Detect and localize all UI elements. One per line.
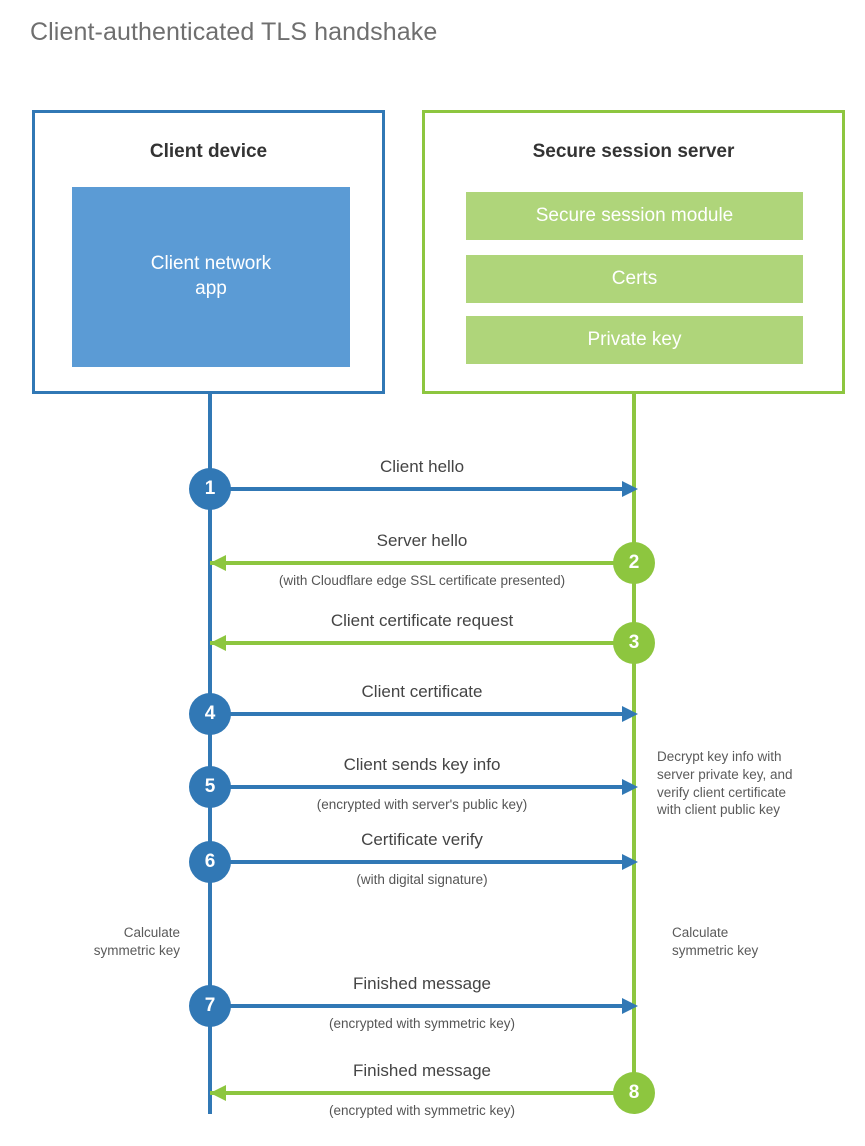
page-title: Client-authenticated TLS handshake <box>30 18 438 46</box>
message-sublabel: (encrypted with symmetric key) <box>328 1016 516 1031</box>
server-component-label: Private key <box>587 329 682 350</box>
arrowhead-right-icon <box>622 481 638 497</box>
client-device-title: Client device <box>149 141 268 162</box>
message-arrow-line <box>210 1091 634 1095</box>
message-arrow-line <box>210 561 634 565</box>
client-network-app-block: Client network app <box>72 187 350 367</box>
secure-session-server-box: Secure session server Secure session mod… <box>422 110 845 394</box>
message-sublabel: (with digital signature) <box>356 872 488 887</box>
message-label: Finished message <box>353 974 491 993</box>
message-label: Certificate verify <box>361 830 483 849</box>
message-sublabel: (with Cloudflare edge SSL certificate pr… <box>278 573 566 588</box>
message-label: Client certificate request <box>330 611 514 630</box>
message-label: Client hello <box>379 457 465 476</box>
client-lifeline <box>208 394 212 1114</box>
message-label: Finished message <box>353 1061 491 1080</box>
step-number-badge-2: 2 <box>613 542 655 584</box>
server-component-label: Certs <box>611 268 658 289</box>
message-label: Client sends key info <box>343 755 501 774</box>
message-sublabel: (encrypted with symmetric key) <box>328 1103 516 1118</box>
message-arrow-line <box>210 785 634 789</box>
message-arrow-line <box>210 641 634 645</box>
annotation-server-decrypt-key-info: Decrypt key info with server private key… <box>657 749 793 818</box>
arrowhead-right-icon <box>622 998 638 1014</box>
arrowhead-left-icon <box>210 635 226 651</box>
message-arrow-line <box>210 712 634 716</box>
annotation-server-calculate-symmetric-key: Calculate symmetric key <box>672 925 759 958</box>
server-component-label: Secure session module <box>535 205 734 226</box>
secure-session-server-title: Secure session server <box>532 141 735 162</box>
annotation-client-calculate-symmetric-key: Calculate symmetric key <box>93 925 180 958</box>
message-arrow-line <box>210 487 634 491</box>
message-arrow-line <box>210 860 634 864</box>
step-number-badge-6: 6 <box>189 841 231 883</box>
client-device-box: Client device Client network app <box>32 110 385 394</box>
step-number-badge-7: 7 <box>189 985 231 1027</box>
step-number-badge-8: 8 <box>613 1072 655 1114</box>
message-label: Server hello <box>376 531 468 550</box>
step-number-badge-3: 3 <box>613 622 655 664</box>
arrowhead-right-icon <box>622 706 638 722</box>
step-number-badge-1: 1 <box>189 468 231 510</box>
message-arrow-line <box>210 1004 634 1008</box>
server-lifeline <box>632 394 636 1094</box>
message-label: Client certificate <box>361 682 483 701</box>
arrowhead-left-icon <box>210 555 226 571</box>
step-number-badge-5: 5 <box>189 766 231 808</box>
server-component-private-key: Private key <box>466 316 803 364</box>
step-number-badge-4: 4 <box>189 693 231 735</box>
server-component-secure-session-module: Secure session module <box>466 192 803 240</box>
client-network-app-label: Client network app <box>150 253 272 299</box>
message-sublabel: (encrypted with server's public key) <box>316 797 528 812</box>
arrowhead-right-icon <box>622 854 638 870</box>
server-component-certs: Certs <box>466 255 803 303</box>
arrowhead-right-icon <box>622 779 638 795</box>
arrowhead-left-icon <box>210 1085 226 1101</box>
